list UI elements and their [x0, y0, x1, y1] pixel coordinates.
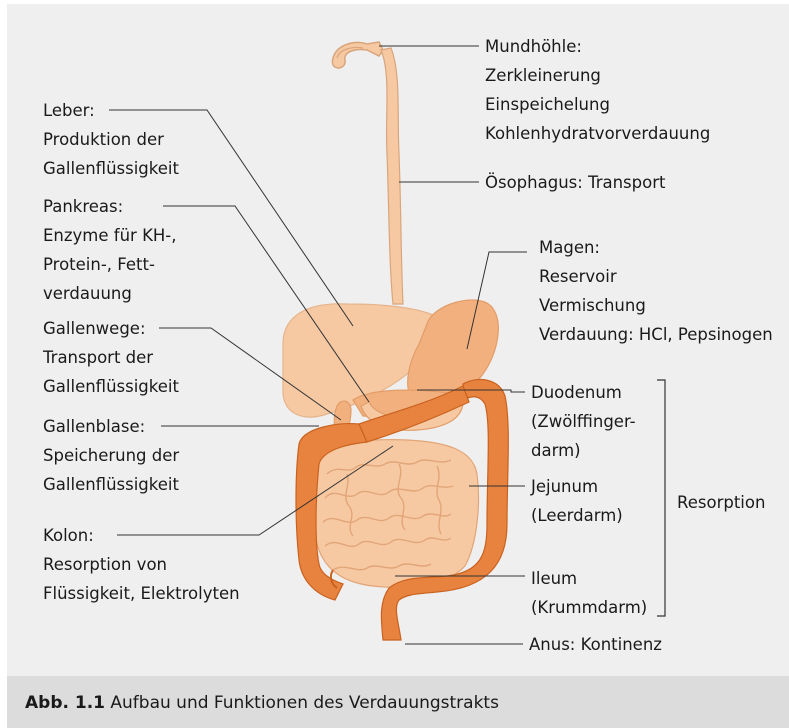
- label-line: (Zwölffinger-: [531, 407, 636, 436]
- label-pankreas: Pankreas: Enzyme für KH-, Protein-, Fett…: [43, 192, 177, 308]
- label-ileum: Ileum (Krummdarm): [531, 564, 647, 622]
- figure-caption: Abb. 1.1 Aufbau und Funktionen des Verda…: [25, 693, 499, 713]
- label-line: Jejunum: [531, 472, 623, 501]
- label-line: Verdauung: HCl, Pepsinogen: [539, 320, 773, 349]
- caption-bar: Abb. 1.1 Aufbau und Funktionen des Verda…: [7, 676, 789, 728]
- label-magen: Magen: Reservoir Vermischung Verdauung: …: [539, 233, 773, 349]
- label-line: Resorption von: [43, 550, 240, 579]
- label-duodenum: Duodenum (Zwölffinger- darm): [531, 378, 636, 465]
- figure-number: Abb. 1.1: [25, 693, 105, 713]
- label-line: Gallenflüssigkeit: [43, 470, 179, 499]
- label-line: Flüssigkeit, Elektrolyten: [43, 579, 240, 608]
- resorption-bracket: [657, 380, 665, 616]
- label-line: (Krummdarm): [531, 593, 647, 622]
- label-leber: Leber: Produktion der Gallenflüssigkeit: [43, 96, 179, 183]
- label-line: Transport der: [43, 343, 179, 372]
- label-mundhoehle: Mundhöhle: Zerkleinerung Einspeichelung …: [485, 32, 710, 148]
- label-line: verdauung: [43, 279, 177, 308]
- label-line: Gallenblase:: [43, 412, 179, 441]
- label-line: Speicherung der: [43, 441, 179, 470]
- figure-caption-text: Aufbau und Funktionen des Verdauungstrak…: [110, 693, 499, 713]
- label-oesophagus: Ösophagus: Transport: [485, 168, 665, 197]
- label-line: Vermischung: [539, 291, 773, 320]
- label-kolon: Kolon: Resorption von Flüssigkeit, Elekt…: [43, 521, 240, 608]
- label-line: Reservoir: [539, 262, 773, 291]
- label-resorption: Resorption: [677, 488, 765, 517]
- esophagus-shape: [381, 48, 403, 304]
- label-line: (Leerdarm): [531, 501, 623, 530]
- figure-panel: Mundhöhle: Zerkleinerung Einspeichelung …: [7, 4, 789, 676]
- label-line: Zerkleinerung: [485, 61, 710, 90]
- label-line: Gallenflüssigkeit: [43, 154, 179, 183]
- label-line: Enzyme für KH-,: [43, 221, 177, 250]
- label-line: Protein-, Fett-: [43, 250, 177, 279]
- label-line: Gallenwege:: [43, 314, 179, 343]
- label-line: Kohlenhydratvorverdauung: [485, 119, 710, 148]
- label-line: Magen:: [539, 233, 773, 262]
- label-line: Pankreas:: [43, 192, 177, 221]
- label-line: Gallenflüssigkeit: [43, 372, 179, 401]
- label-gallenwege: Gallenwege: Transport der Gallenflüssigk…: [43, 314, 179, 401]
- label-line: Kolon:: [43, 521, 240, 550]
- label-jejunum: Jejunum (Leerdarm): [531, 472, 623, 530]
- mouth-cavity-shape: [332, 42, 383, 68]
- label-line: Ösophagus: Transport: [485, 168, 665, 197]
- label-anus: Anus: Kontinenz: [529, 630, 662, 659]
- label-gallenblase: Gallenblase: Speicherung der Gallenflüss…: [43, 412, 179, 499]
- label-line: Ileum: [531, 564, 647, 593]
- label-line: darm): [531, 436, 636, 465]
- label-line: Mundhöhle:: [485, 32, 710, 61]
- label-line: Produktion der: [43, 125, 179, 154]
- label-line: Einspeichelung: [485, 90, 710, 119]
- label-line: Anus: Kontinenz: [529, 630, 662, 659]
- label-line: Duodenum: [531, 378, 636, 407]
- label-line: Leber:: [43, 96, 179, 125]
